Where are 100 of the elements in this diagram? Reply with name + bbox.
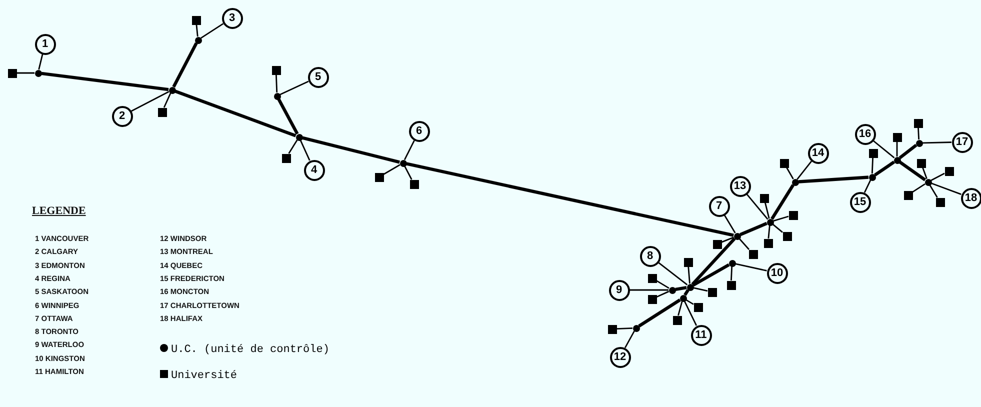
callout-number: 5 (308, 66, 328, 88)
control-unit-dot (632, 324, 640, 332)
university-marker (916, 158, 926, 168)
university-marker (760, 194, 768, 202)
leader-line (931, 182, 962, 195)
leader-line (200, 23, 224, 39)
network-link (174, 90, 296, 138)
control-unit-dot (792, 178, 798, 186)
legend-label: Université (171, 370, 238, 382)
network-link (898, 144, 918, 160)
branch-line (764, 202, 770, 219)
network-link (692, 263, 730, 287)
branch-line (929, 184, 938, 198)
university-marker (158, 108, 166, 116)
callout-number: 15 (850, 192, 870, 212)
university-marker (648, 274, 656, 282)
leader-line (131, 91, 170, 112)
branch-line (896, 142, 898, 156)
network-link (684, 289, 690, 296)
branch-line (196, 24, 198, 37)
university-marker (192, 16, 200, 24)
branch-line (772, 224, 783, 233)
branch-line (678, 301, 683, 316)
leader-line (404, 140, 415, 160)
leader-line (864, 180, 872, 193)
network-link (898, 160, 926, 182)
leader-line (872, 140, 895, 158)
callout-number: 13 (730, 176, 750, 196)
branch-line (275, 74, 278, 93)
control-unit-dot (296, 134, 302, 140)
callout-number: 17 (952, 132, 972, 152)
leader-line (280, 80, 309, 96)
network-link (638, 298, 681, 328)
university-marker (8, 68, 16, 78)
control-unit-dot (400, 160, 406, 166)
branch-line (730, 266, 733, 281)
network-link (798, 176, 869, 184)
branch-line (768, 225, 770, 239)
control-unit-dot (924, 178, 932, 186)
university-marker (904, 190, 912, 200)
callout-number: 4 (304, 160, 324, 180)
branch-line (693, 287, 708, 292)
university-marker (788, 210, 798, 220)
callout-number: 6 (408, 120, 430, 142)
university-marker (608, 324, 616, 334)
branch-line (721, 236, 734, 243)
network-link (691, 237, 736, 286)
branch-line (656, 290, 670, 298)
callout-number: 9 (608, 280, 630, 300)
university-marker (672, 316, 682, 324)
university-marker (374, 172, 384, 182)
leader-line (735, 263, 767, 272)
callout-number: 14 (808, 142, 828, 164)
university-marker (892, 132, 902, 142)
university-marker (782, 232, 792, 240)
leader-line (684, 300, 698, 326)
university-marker (726, 280, 736, 290)
university-marker (272, 66, 280, 74)
network-link (675, 286, 687, 291)
university-marker (780, 158, 788, 168)
control-unit-dot (34, 70, 42, 76)
network-link (770, 184, 794, 220)
network-link (302, 136, 400, 164)
university-marker (694, 302, 702, 312)
callout-number: 18 (960, 188, 981, 208)
university-marker (708, 288, 716, 296)
callout-number: 2 (112, 106, 132, 126)
control-unit-dot (668, 286, 676, 294)
leader-line (922, 142, 952, 144)
leader-line (796, 160, 812, 180)
network-link (406, 162, 734, 237)
leader-line (746, 194, 768, 220)
branch-line (738, 238, 750, 250)
university-marker (748, 250, 758, 258)
callout-number: 12 (610, 346, 630, 368)
control-unit-dot (916, 140, 922, 146)
control-unit-dot (894, 156, 900, 164)
branch-line (616, 327, 633, 330)
branch-line (912, 183, 926, 193)
branch-line (288, 140, 298, 154)
network-link (277, 98, 299, 135)
callout-number: 3 (222, 8, 242, 28)
branch-line (404, 166, 412, 180)
network-link (41, 72, 169, 92)
network-link (740, 222, 768, 236)
university-marker (684, 258, 692, 266)
callout-number: 11 (690, 324, 712, 346)
control-unit-dot (734, 232, 740, 240)
branch-line (688, 266, 690, 284)
branch-line (786, 167, 794, 180)
callout-number: 16 (854, 124, 876, 144)
leader-line (624, 330, 635, 348)
network-link (172, 42, 198, 88)
control-unit-dot (728, 260, 736, 266)
university-marker (282, 154, 290, 162)
callout-number: 7 (708, 196, 730, 216)
university-marker (712, 240, 722, 248)
branch-line (930, 172, 945, 181)
branch-line (383, 164, 400, 175)
callout-number: 1 (34, 34, 56, 54)
